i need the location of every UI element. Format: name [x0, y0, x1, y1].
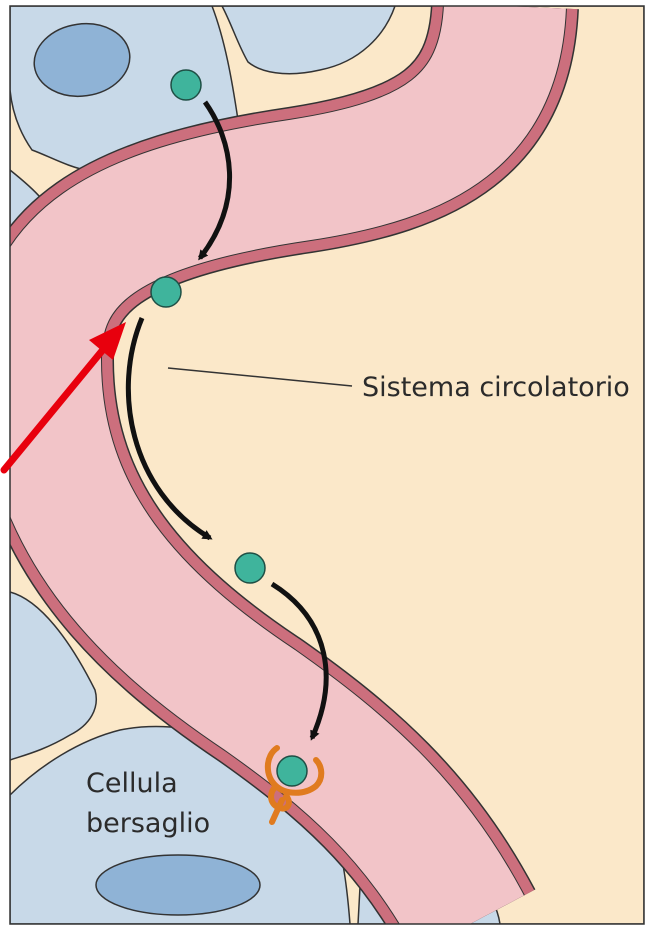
hormone-molecule-in-blood-1 — [151, 277, 181, 307]
hormone-molecule-in-blood-2 — [235, 553, 265, 583]
hormone-molecule-in-cell — [171, 70, 201, 100]
hormone-molecule-bound — [277, 756, 307, 786]
target-cell-nucleus — [96, 855, 260, 915]
target-cell-label-line1: Cellula — [86, 768, 178, 799]
target-cell-label-line2: bersaglio — [86, 808, 210, 839]
circulatory-system-label: Sistema circolatorio — [362, 372, 630, 403]
